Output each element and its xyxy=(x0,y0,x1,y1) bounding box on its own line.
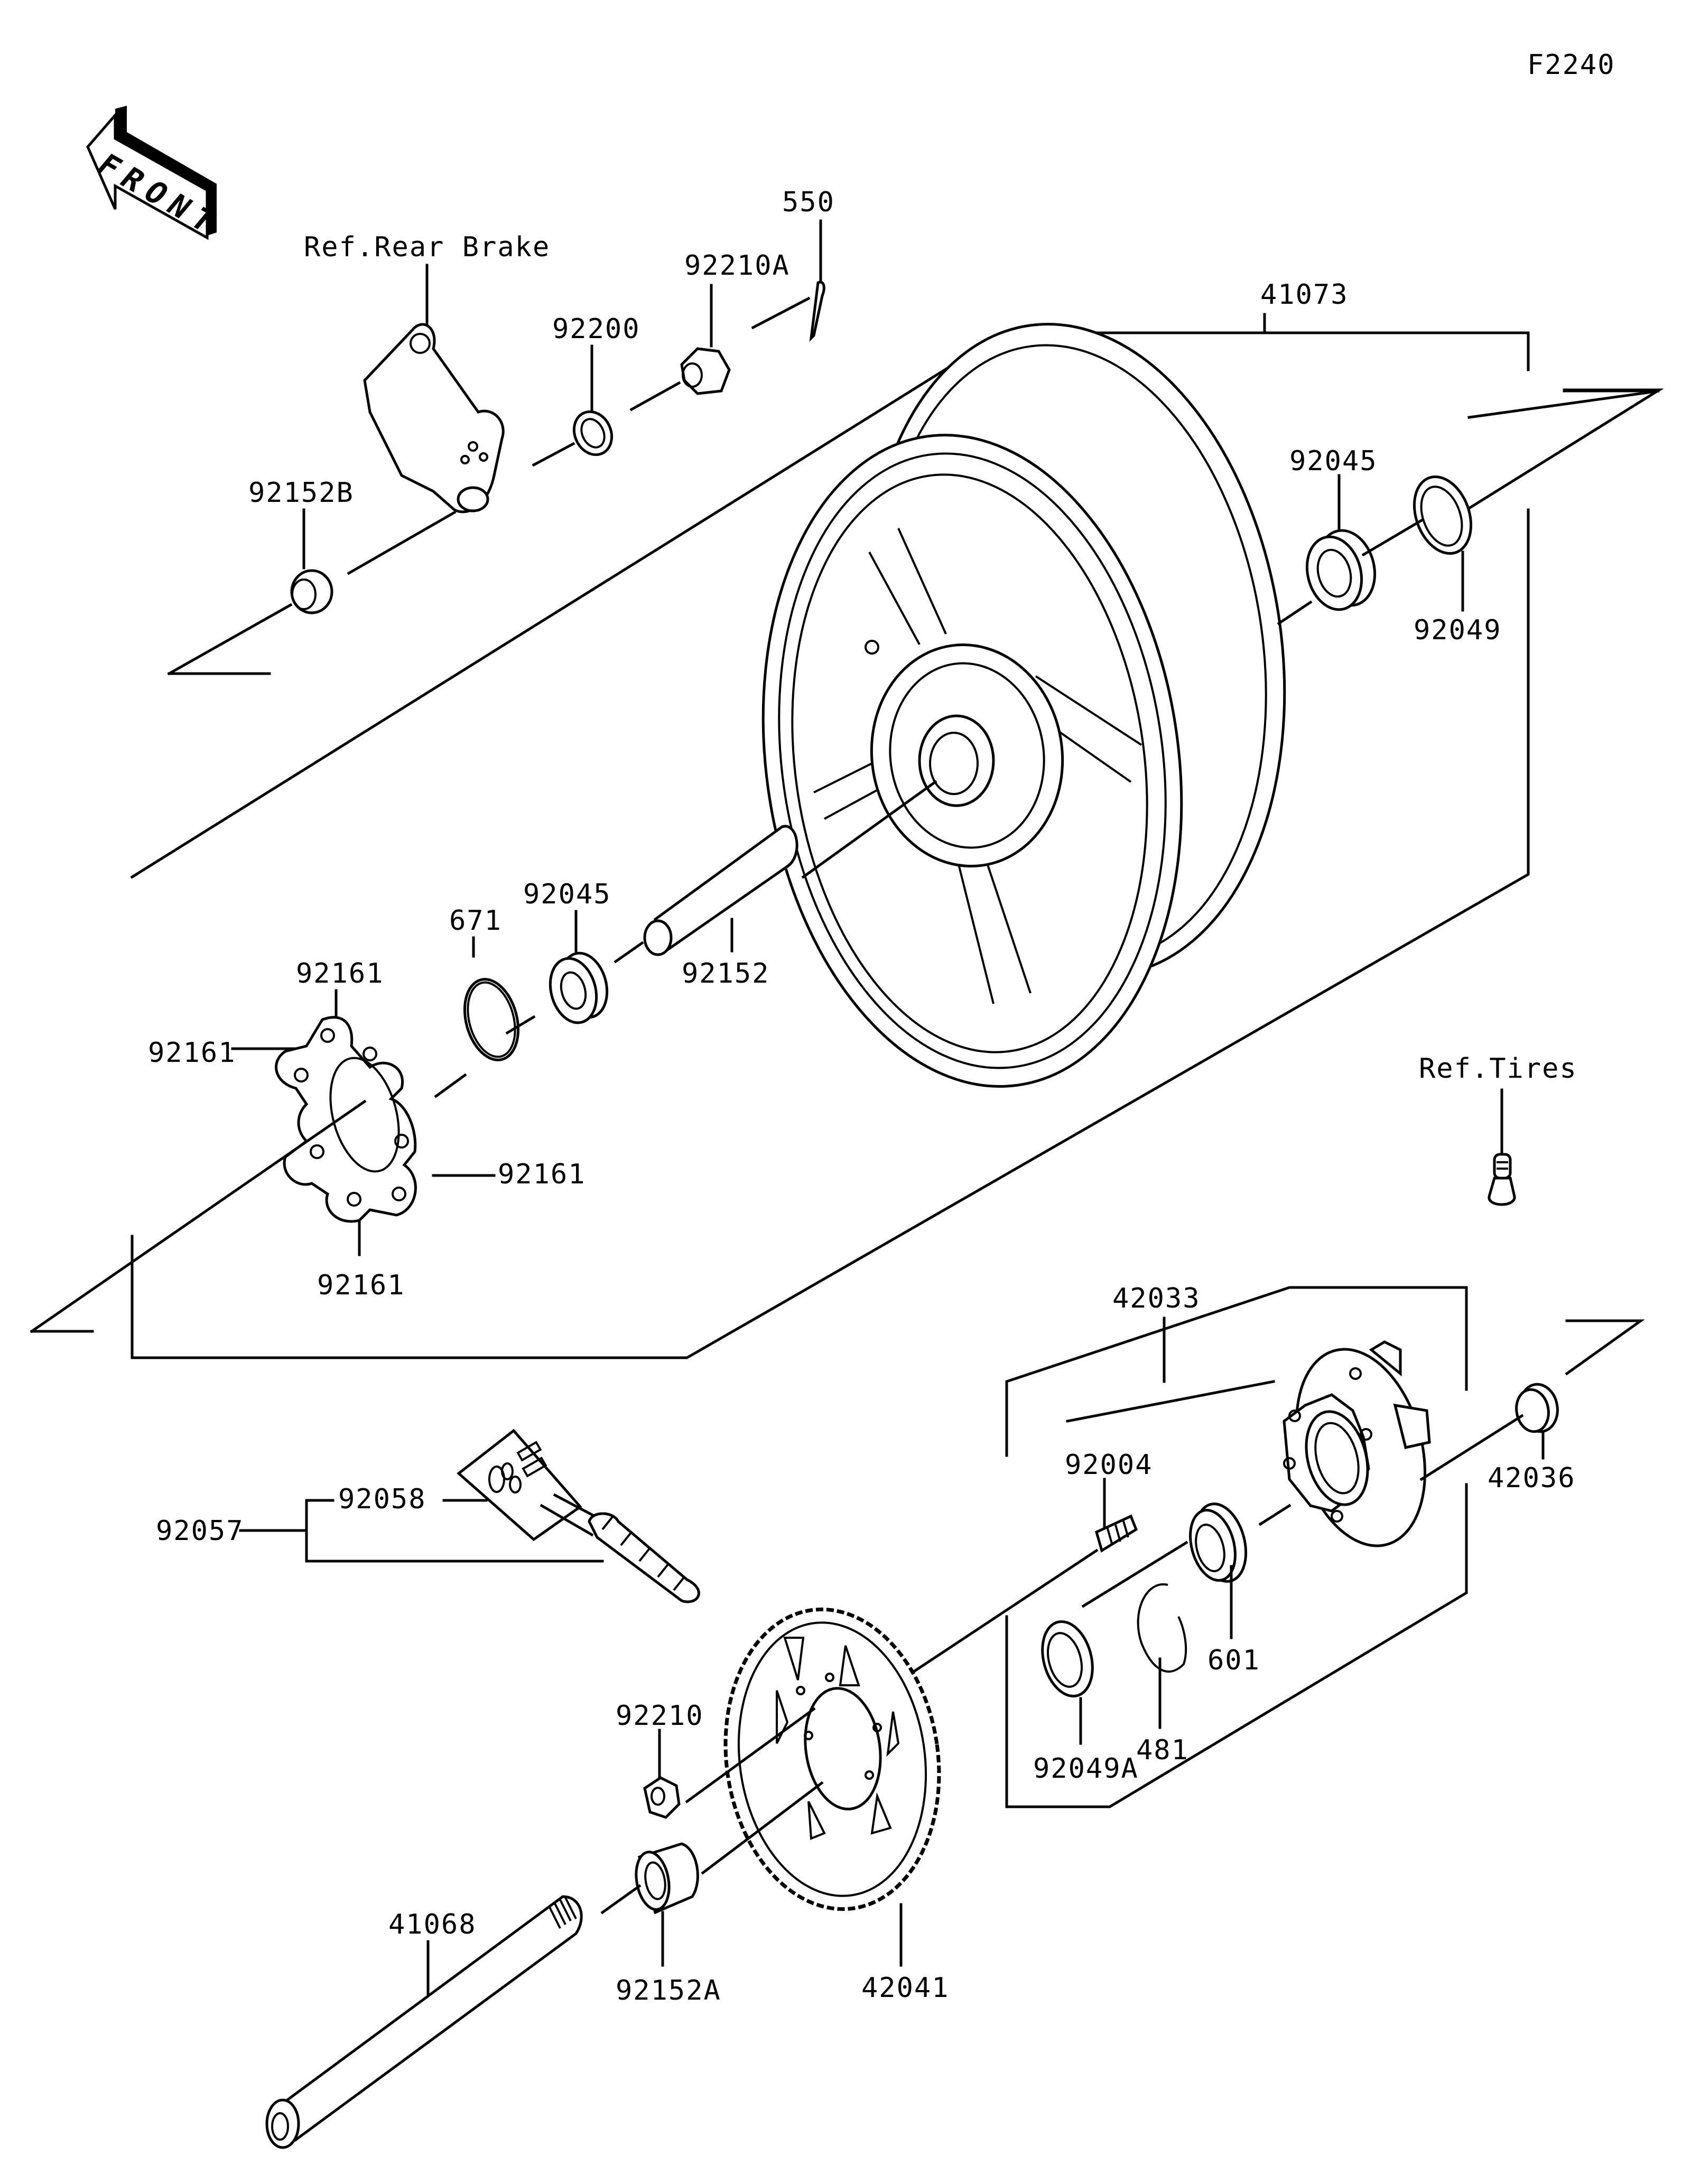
callout-671[interactable]: 671 xyxy=(449,905,502,937)
callout-42041[interactable]: 42041 xyxy=(861,1972,950,2004)
callout-92210[interactable]: 92210 xyxy=(616,1700,704,1732)
callout-92161-left[interactable]: 92161 xyxy=(148,1037,236,1069)
callout-92152B[interactable]: 92152B xyxy=(248,477,354,509)
bearing-92045-middle[interactable] xyxy=(543,948,614,1028)
cotter-pin-550[interactable] xyxy=(809,281,825,342)
axle-41068[interactable] xyxy=(265,1895,583,2149)
rear-wheel-41073[interactable] xyxy=(723,297,1325,1114)
callout-42036[interactable]: 42036 xyxy=(1488,1462,1576,1494)
callout-92049[interactable]: 92049 xyxy=(1414,614,1502,646)
callout-42033[interactable]: 42033 xyxy=(1112,1283,1201,1314)
front-direction-arrow-icon: FRONT xyxy=(86,106,229,242)
sprocket-hub-coupling-42033[interactable] xyxy=(1276,1335,1446,1561)
callout-92152A[interactable]: 92152A xyxy=(616,1975,721,2006)
callout-92004[interactable]: 92004 xyxy=(1065,1449,1153,1481)
bearing-92045-upper[interactable] xyxy=(1299,524,1383,616)
callout-92058[interactable]: 92058 xyxy=(338,1483,426,1515)
ref-rear-brake-label[interactable]: Ref.Rear Brake xyxy=(304,231,550,263)
rear-sprocket-42041[interactable] xyxy=(707,1595,958,1923)
callout-92161-right[interactable]: 92161 xyxy=(498,1159,586,1190)
chain-joint-kit-92058[interactable] xyxy=(457,1429,582,1542)
drive-chain-92057[interactable] xyxy=(588,1512,700,1603)
callout-92045-top[interactable]: 92045 xyxy=(1289,445,1378,477)
callout-92152[interactable]: 92152 xyxy=(682,958,770,990)
callout-41068[interactable]: 41068 xyxy=(388,1909,477,1940)
nut-92210[interactable] xyxy=(643,1776,681,1819)
figure-code: F2240 xyxy=(1527,49,1615,81)
damper-92161[interactable] xyxy=(275,1016,417,1223)
callout-92210A[interactable]: 92210A xyxy=(684,250,790,282)
tire-valve[interactable] xyxy=(1488,1153,1516,1206)
ref-tires-label[interactable]: Ref.Tires xyxy=(1419,1053,1577,1085)
stud-92004[interactable] xyxy=(1095,1514,1138,1553)
brake-bracket[interactable] xyxy=(363,323,505,514)
callout-92049A[interactable]: 92049A xyxy=(1033,1753,1139,1785)
collar-92152A[interactable] xyxy=(632,1842,699,1915)
spacer-tube-92152[interactable] xyxy=(643,825,798,956)
callout-92057[interactable]: 92057 xyxy=(156,1515,244,1547)
callout-481[interactable]: 481 xyxy=(1136,1734,1189,1766)
oil-seal-92049A[interactable] xyxy=(1035,1616,1100,1702)
oil-seal-92049[interactable] xyxy=(1404,469,1481,561)
o-ring-671[interactable] xyxy=(456,973,526,1066)
callout-550[interactable]: 550 xyxy=(782,186,835,218)
callout-92161-top[interactable]: 92161 xyxy=(296,958,384,990)
callout-41073[interactable]: 41073 xyxy=(1260,279,1349,311)
circlip-481[interactable] xyxy=(1137,1583,1187,1673)
callout-601[interactable]: 601 xyxy=(1207,1645,1260,1676)
collar-92152B[interactable] xyxy=(290,569,333,614)
collar-42036[interactable] xyxy=(1513,1382,1562,1435)
callout-92161-bottom[interactable]: 92161 xyxy=(317,1270,405,1301)
bearing-601[interactable] xyxy=(1183,1498,1254,1587)
castle-nut-92210A[interactable] xyxy=(680,347,731,395)
callout-92045-mid[interactable]: 92045 xyxy=(523,879,611,910)
washer-92200[interactable] xyxy=(567,406,618,461)
callout-92200[interactable]: 92200 xyxy=(552,313,640,345)
